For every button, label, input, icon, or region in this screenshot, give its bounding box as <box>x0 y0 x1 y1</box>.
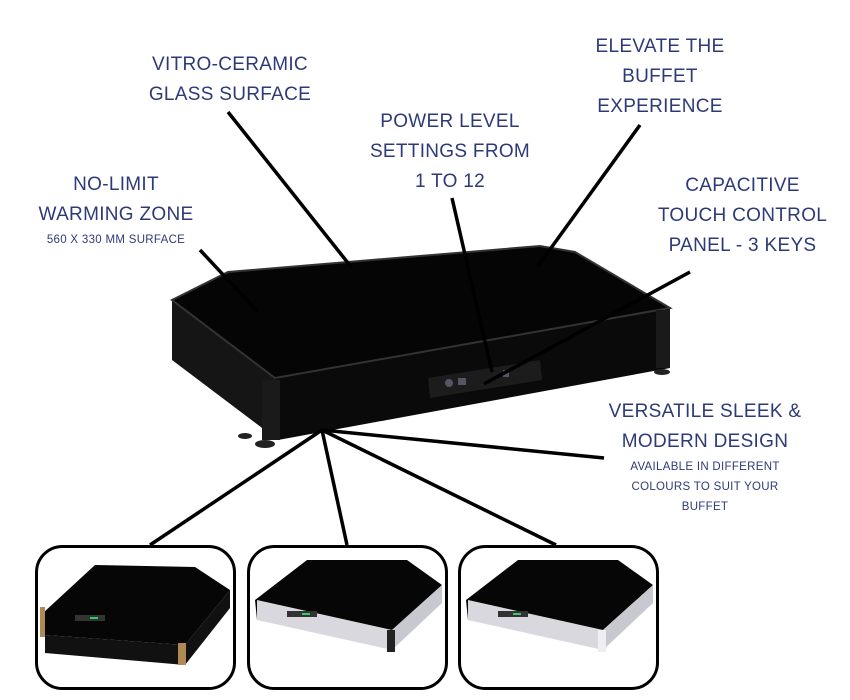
callout-text: EXPERIENCE <box>597 96 723 117</box>
callout-text: VITRO-CERAMIC <box>152 54 308 75</box>
callout-text: PANEL - 3 KEYS <box>668 235 817 256</box>
callout-text: POWER LEVEL <box>380 111 520 132</box>
foot <box>654 369 670 375</box>
variant-silver-black <box>247 545 448 690</box>
callout-no-limit: NO-LIMIT WARMING ZONE 560 X 330 MM SURFA… <box>16 170 216 250</box>
foot <box>238 433 252 439</box>
callout-versatile: VERSATILE SLEEK & MODERN DESIGN AVAILABL… <box>600 397 810 517</box>
callout-subtext: AVAILABLE IN DIFFERENT <box>630 461 780 473</box>
callout-text: NO-LIMIT <box>73 174 159 195</box>
callout-vitro-ceramic: VITRO-CERAMIC GLASS SURFACE <box>130 50 330 110</box>
callout-subtext: 560 X 330 MM SURFACE <box>46 234 186 246</box>
callout-text: TOUCH CONTROL <box>657 205 828 226</box>
foot <box>255 440 275 448</box>
callout-lines <box>149 110 691 547</box>
callout-elevate: ELEVATE THE BUFFET EXPERIENCE <box>560 32 760 122</box>
callout-text: SETTINGS FROM <box>369 141 531 162</box>
callout-subtext: BUFFET <box>681 501 729 513</box>
callout-text: GLASS SURFACE <box>148 84 312 105</box>
callout-text: VERSATILE SLEEK & <box>608 401 802 422</box>
callout-text: CAPACITIVE <box>685 175 800 196</box>
warming-plate <box>170 244 673 448</box>
callout-capacitive: CAPACITIVE TOUCH CONTROL PANEL - 3 KEYS <box>640 171 845 261</box>
callout-text: 1 TO 12 <box>414 171 486 192</box>
variant-thumbnails <box>35 545 659 690</box>
callout-power-level: POWER LEVEL SETTINGS FROM 1 TO 12 <box>350 107 550 197</box>
callout-text: BUFFET <box>622 66 698 87</box>
power-key-icon <box>445 379 453 387</box>
callout-subtext: COLOURS TO SUIT YOUR <box>631 481 779 493</box>
glass-surface <box>172 246 670 378</box>
callout-text: WARMING ZONE <box>38 204 194 225</box>
variant-black-gold <box>35 545 236 690</box>
callout-text: ELEVATE THE <box>595 36 725 57</box>
level-key-icon <box>458 378 466 385</box>
callout-text: MODERN DESIGN <box>621 431 789 452</box>
variant-silver-silver <box>458 545 659 690</box>
